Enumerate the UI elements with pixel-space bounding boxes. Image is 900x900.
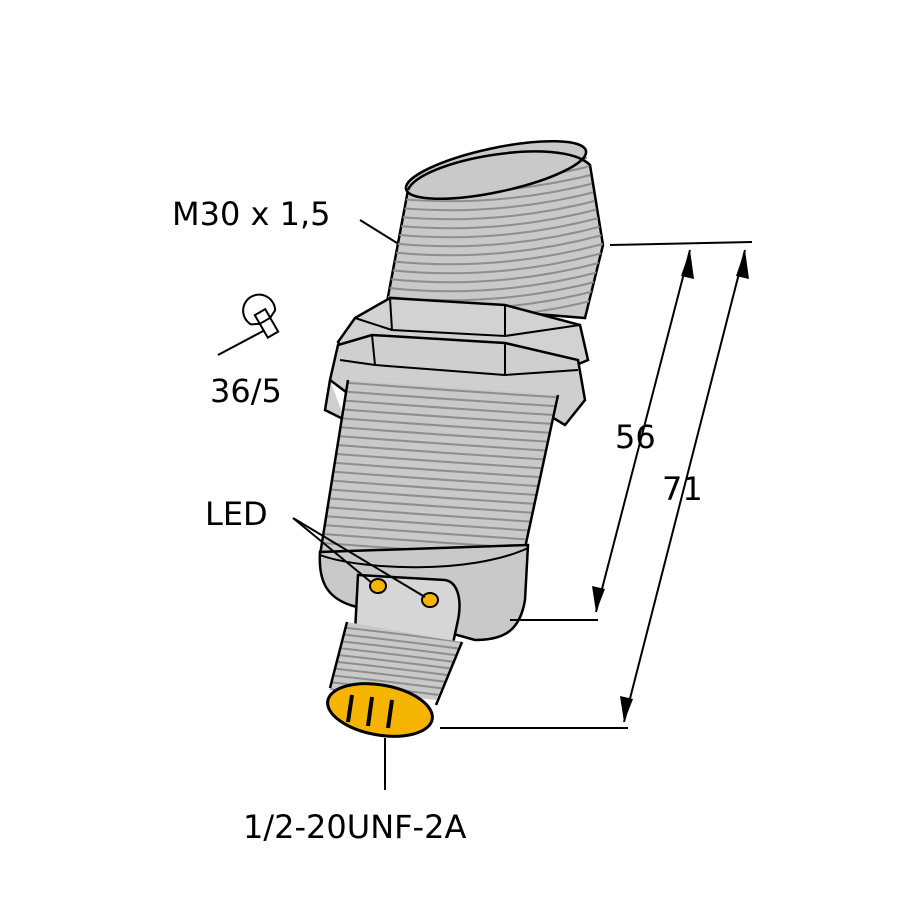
dim-71-arrow-bottom [620,696,633,722]
thread-line [387,187,603,212]
dimension-56-label: 56 [615,418,656,456]
thread-line [320,433,558,453]
thread-size-label: M30 x 1,5 [172,195,331,233]
thread-line [387,259,603,284]
thread-line [387,223,603,248]
dim-56-line [595,249,691,613]
thread-line [387,196,603,221]
thread-line [320,442,558,462]
thread-line [320,460,558,480]
dim-71-line [623,249,746,723]
thread-leader-line [359,219,398,244]
thread-line [320,424,558,444]
connector-pins [346,694,394,729]
dimension-71-label: 71 [662,470,703,508]
wrench-size-label: 36/5 [210,372,282,410]
led-indicator-2 [421,592,439,608]
led-leader-line-1 [292,517,373,584]
thread-line [387,268,603,293]
dim-top-extension [609,241,753,246]
dim-56-arrow-top [681,250,694,279]
thread-line [320,451,558,471]
led-indicator-1 [369,578,387,594]
thread-line [387,214,603,239]
thread-line [387,178,603,203]
thread-line [387,205,603,230]
led-leader-line-2 [292,517,426,598]
dim-56-arrow-bottom [592,586,605,612]
connector-face [326,682,434,738]
dim-71-arrow-top [736,250,749,279]
connector-thread-label: 1/2-20UNF-2A [243,808,466,846]
thread-line [387,250,603,275]
thread-line [320,469,558,489]
led-label: LED [205,495,268,533]
thread-line [320,415,558,435]
lower-threaded-barrel [318,379,560,556]
wrench-leader-line [217,329,266,356]
wrench-icon [242,293,280,340]
thread-line [387,232,603,257]
upper-threaded-barrel [385,139,605,320]
thread-line [387,241,603,266]
